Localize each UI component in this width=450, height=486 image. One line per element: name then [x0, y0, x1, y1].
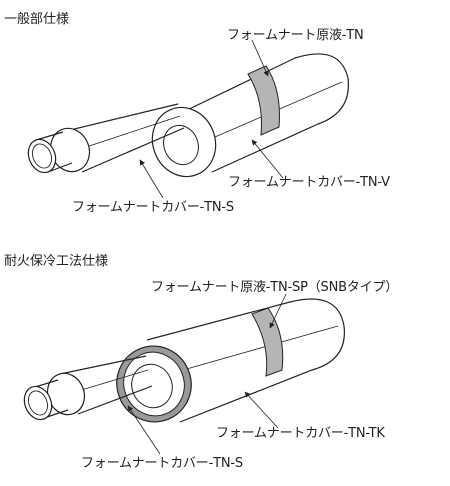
label-inner-cover: フォームナートカバー-TN-S: [81, 456, 243, 471]
section-title-general: 一般部仕様: [4, 12, 70, 27]
outer-cover-shape: [146, 298, 345, 423]
leader-coating: [269, 293, 287, 329]
figure-fireproof-spec: 耐火保冷工法仕様 フォームナート原液-TN-SP（SNBタイプ） フォームナート…: [0, 242, 450, 486]
pipe-insulation-diagram-general: [27, 39, 350, 199]
pipe-insulation-diagram-fireproof: [23, 293, 345, 455]
leader-outer-cover: [244, 391, 279, 429]
leader-inner-cover: [139, 159, 164, 199]
label-coating: フォームナート原液-TN: [227, 28, 364, 43]
inner-cover-shape: [59, 355, 153, 415]
label-inner-cover: フォームナートカバー-TN-S: [72, 200, 234, 215]
section-title-fireproof: 耐火保冷工法仕様: [4, 254, 109, 269]
leader-outer-cover: [251, 139, 284, 179]
figure-general-spec: 一般部仕様 フォームナート原液-TN フォームナートカバー-TN-V フ: [0, 0, 450, 230]
inner-cover-shape: [65, 103, 185, 173]
coating-band: [247, 65, 280, 136]
leader-inner-cover: [127, 405, 161, 455]
leader-coating: [251, 39, 269, 77]
pipe-shape: [35, 131, 73, 173]
outer-cover-shape: [182, 53, 350, 173]
label-outer-cover: フォームナートカバー-TN-TK: [216, 426, 385, 441]
coating-band: [251, 307, 284, 377]
label-coating: フォームナート原液-TN-SP（SNBタイプ）: [151, 280, 399, 295]
label-outer-cover: フォームナートカバー-TN-V: [228, 175, 390, 190]
